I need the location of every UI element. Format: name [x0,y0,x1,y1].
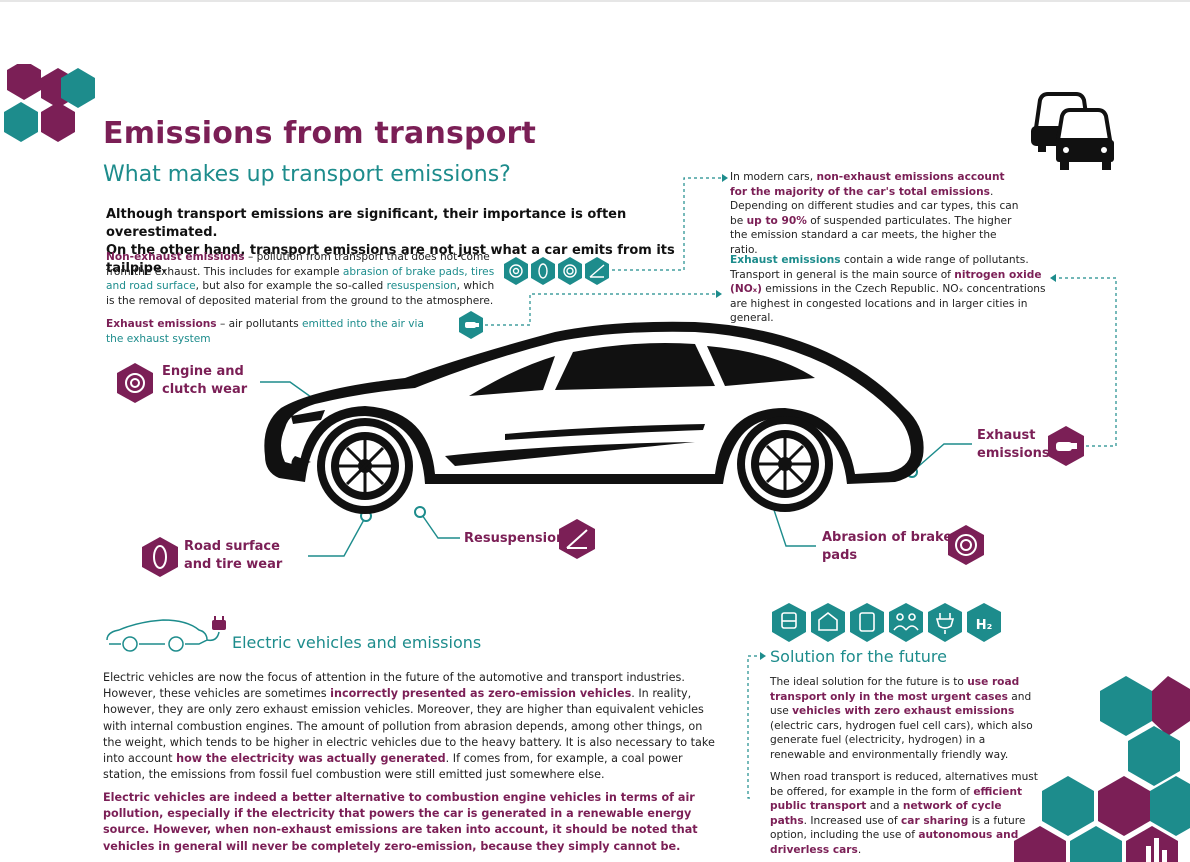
brake-label-1: Abrasion of brake [822,530,953,545]
modern-text-3: of suspended particulates. The higher th… [730,214,1012,256]
engine-label-2: clutch wear [162,382,248,397]
exhaust-callout-text-2: emissions in the Czech Republic. NOₓ con… [730,283,1046,325]
future-p1-a: The ideal solution for the future is to [770,676,968,688]
exhaust-text-1: – air pollutants [216,318,302,330]
future-p1-c: (electric cars, hydrogen fuel cell cars)… [770,719,1033,761]
modern-highlight-2: up to 90% [746,214,807,227]
exhaust-callout-highlight: nitrogen oxide (NOₓ) [730,268,1042,296]
ev-p1-highlight-2: how the electricity was actually generat… [176,752,446,766]
future-heading: Solution for the future [770,647,947,666]
future-p2-d: is a future option, including the use of [770,814,1026,842]
ev-p1-a: Electric vehicles are now the focus of a… [103,671,685,701]
bar-chart-icon [1146,838,1167,862]
page-subtitle: What makes up transport emissions? [103,162,511,187]
engine-hex-icon [117,363,153,403]
non-exhaust-highlight-1: abrasion of brake pads, tires and road s… [106,265,495,293]
brake-label: Abrasion of brake pads [822,529,952,565]
modern-cars-callout: In modern cars, non-exhaust emissions ac… [730,170,1020,258]
ev-p1-b: . In reality, however, they are only zer… [103,687,715,766]
road-label-1: Road surface [184,539,280,554]
exhaust-highlight-1: emitted into the air via the exhaust sys… [106,318,424,345]
resuspension-hex-icon [559,519,595,559]
exhaust-label-2: emissions [977,446,1050,461]
h2-icon-label: H₂ [976,618,993,633]
future-p2-b: and a [866,800,903,813]
exhaust-hex-icon [1048,426,1084,466]
decorative-hexagons [1014,676,1190,862]
exhaust-label-1: Exhaust [977,428,1036,443]
non-exhaust-text-3: , which is the removal of deposited mate… [106,280,495,307]
future-p2-highlight-3: car sharing [901,814,969,827]
lead-line-2: On the other hand, transport emissions a… [106,243,675,276]
future-paragraph-1: The ideal solution for the future is to … [770,675,1038,763]
ev-car-icon [106,616,226,652]
engine-label-1: Engine and [162,364,244,379]
exhaust-definition: Exhaust emissions – air pollutants emitt… [106,317,426,346]
exhaust-label: Exhaust emissions [977,427,1050,463]
top-border [0,0,1190,2]
brake-label-2: pads [822,548,858,563]
future-paragraph-2: When road transport is reduced, alternat… [770,770,1038,858]
future-p1-highlight-2: vehicles with zero exhaust emissions [792,705,1015,718]
ev-p1-highlight-1: incorrectly presented as zero-emission v… [330,687,632,701]
logo-hexagons [4,64,95,142]
future-p2-highlight-1: efficient public transport [770,785,1023,813]
road-label: Road surface and tire wear [184,538,282,574]
non-exhaust-term: Non-exhaust emissions [106,251,245,263]
ev-p1-c: . If comes from, for example, a coal pow… [103,752,683,782]
brake-hex-icon [948,525,984,565]
modern-text-2: . Depending on different studies and car… [730,185,1019,227]
future-icon-row: H₂ [772,603,1001,642]
future-p2-c: . Increased use of [803,814,902,827]
non-exhaust-text-1: – pollution from transport that does not… [106,251,490,278]
future-p1-highlight-1: use road transport only in the most urge… [770,676,1020,703]
non-exhaust-icon-row [504,257,609,285]
future-p2-a: When road transport is reduced, alternat… [770,771,1038,798]
car-illustration [264,321,924,514]
non-exhaust-definition: Non-exhaust emissions – pollution from t… [106,250,498,308]
modern-text-1: In modern cars, [730,171,817,183]
future-p2-highlight-2: network of cycle paths [770,800,1002,827]
ev-paragraph-2: Electric vehicles are indeed a better al… [103,791,698,853]
ev-heading: Electric vehicles and emissions [232,633,482,652]
exhaust-small-icon [459,311,483,339]
lead-line-1: Although transport emissions are signifi… [106,207,627,240]
future-p1-b: and use [770,690,1032,718]
exhaust-term: Exhaust emissions [106,318,217,330]
exhaust-callout-term: Exhaust emissions [730,254,841,266]
ev-paragraph-1: Electric vehicles are now the focus of a… [103,670,721,783]
engine-label: Engine and clutch wear [162,363,247,399]
future-p2-highlight-4: autonomous and driverless cars [770,829,1019,856]
road-label-2: and tire wear [184,557,283,572]
page-title: Emissions from transport [103,116,537,151]
lead-text: Although transport emissions are signifi… [106,206,696,278]
tire-hex-icon [142,537,178,577]
modern-highlight-1: non-exhaust emissions account for the ma… [730,171,1005,198]
resuspension-label: Resuspension [464,531,566,546]
future-p2-e: . [857,843,862,856]
non-exhaust-text-2: , but also for example the so-called [195,280,387,293]
non-exhaust-highlight-2: resuspension [386,280,457,293]
two-cars-icon [1031,92,1114,170]
exhaust-callout: Exhaust emissions contain a wide range o… [730,253,1060,326]
exhaust-callout-text-1: contain a wide range of pollutants. Tran… [730,254,1029,281]
